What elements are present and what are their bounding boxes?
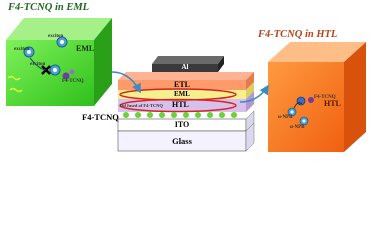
dopant-label: F4-TCNQ — [314, 95, 336, 100]
eml-layer — [118, 90, 246, 99]
htl-layer-side — [246, 91, 254, 112]
npb-label: α-NPB — [278, 115, 293, 120]
etl-layer-top — [118, 72, 254, 80]
dopant-dot — [159, 112, 165, 118]
htl-layer-label: HTL — [172, 100, 189, 109]
htl-box-top-face — [268, 42, 366, 62]
dopant-dot — [147, 112, 153, 118]
exciton-icon — [23, 46, 35, 58]
dopant-row-label: F4-TCNQ — [82, 112, 119, 122]
emission-wave-icon — [9, 87, 23, 93]
dopant-dot — [183, 112, 189, 118]
htl-box-side-face — [344, 42, 366, 152]
etl-layer-label: ETL — [173, 80, 190, 89]
npb-molecule-icon — [287, 107, 297, 117]
exciton-icon — [49, 64, 61, 76]
eml-box-layer-label: EML — [76, 44, 95, 53]
glass-layer-label: Glass — [172, 136, 192, 146]
dopant-dot — [135, 112, 141, 118]
htl-layer — [118, 99, 246, 112]
htl-doping-box — [268, 42, 366, 152]
dopant-dot — [195, 112, 201, 118]
dopant-dot-row — [123, 112, 237, 118]
energy-transfer-arrow — [29, 57, 47, 71]
emission-wave-icon — [7, 75, 21, 81]
etl-layer — [118, 80, 246, 90]
htl-highlight-ellipse — [119, 98, 237, 113]
eml-box-side-face — [94, 18, 112, 106]
eml-box-title: F4-TCNQ in EML — [8, 2, 90, 13]
dopant-molecule-icon — [62, 69, 75, 80]
al-layer — [152, 64, 218, 72]
dopant-dot — [231, 112, 237, 118]
right-link-arrow — [239, 84, 269, 103]
device-stack — [117, 56, 255, 152]
dopant-dot — [207, 112, 213, 118]
exciton-label: exciton — [48, 34, 64, 39]
etl-layer-side — [246, 72, 254, 90]
dopant-dot — [123, 112, 129, 118]
eml-layer-side — [246, 82, 254, 99]
ito-layer-label: ITO — [174, 120, 190, 129]
diagram-canvas — [6, 18, 366, 152]
dopant-label: F4-TCNQ — [62, 79, 84, 84]
al-layer-top — [152, 56, 224, 64]
diffusion-note: Dif fused of F4-TCNQ — [120, 103, 163, 108]
npb-label: α-NPB — [290, 125, 305, 130]
charge-transfer-arrow — [293, 102, 303, 109]
al-layer-label: Al — [181, 63, 189, 71]
htl-box-front-face — [268, 62, 344, 152]
al-layer-side — [218, 56, 224, 72]
dopant-dot — [171, 112, 177, 118]
npb-molecule-icon — [299, 116, 309, 126]
left-link-arrow — [111, 71, 141, 94]
exciton-label: exciton — [14, 47, 30, 52]
eml-layer-label: EML — [174, 90, 190, 98]
exciton-icon — [56, 36, 68, 48]
exciton-label: exciton — [30, 62, 46, 67]
glass-substrate-side — [245, 122, 255, 152]
htl-box-title: F4-TCNQ in HTL — [258, 29, 338, 40]
htl-box-layer-label: HTL — [324, 99, 341, 108]
dopant-dot — [219, 112, 225, 118]
eml-box-top-face — [6, 18, 112, 40]
eml-doping-box — [6, 18, 112, 106]
